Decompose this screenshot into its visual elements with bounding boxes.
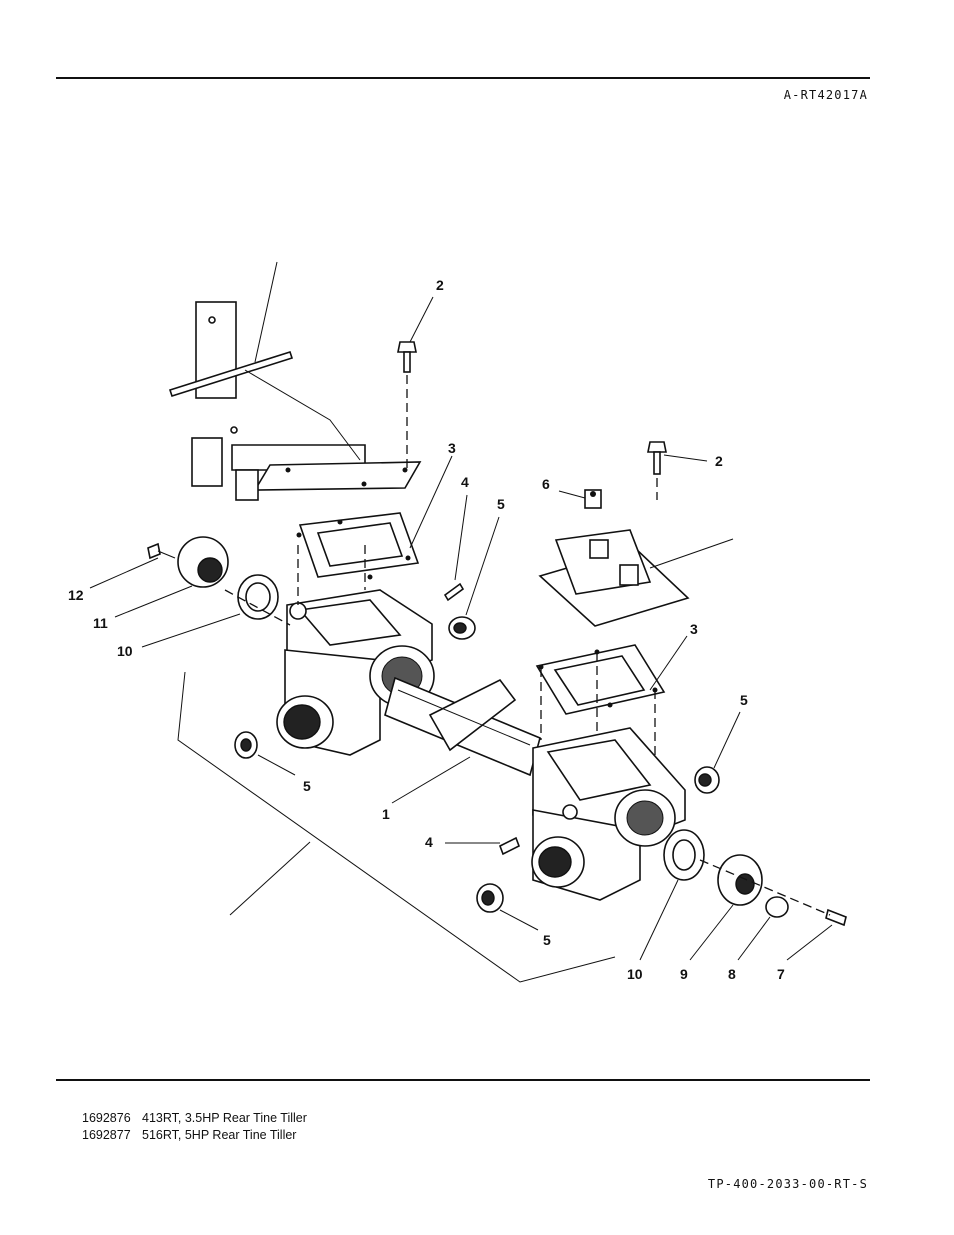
callout-4-upper: 4	[461, 474, 469, 490]
callout-3-right: 3	[690, 621, 698, 637]
callout-5-d: 5	[543, 932, 551, 948]
callout-8: 8	[728, 966, 736, 982]
bushing-5-d	[476, 883, 504, 913]
bolt-12	[147, 542, 176, 560]
callout-11: 11	[93, 615, 108, 631]
collar-8	[765, 896, 789, 918]
gasket-3-left	[296, 512, 420, 580]
model-description: 516RT, 5HP Rear Tine Tiller	[142, 1128, 297, 1142]
gasket-3-right	[535, 644, 666, 715]
plug-6	[584, 489, 602, 509]
hub-9	[717, 854, 763, 906]
gear-housing-right	[531, 727, 686, 901]
hub-11	[177, 536, 229, 588]
callout-9: 9	[680, 966, 688, 982]
callout-3-left: 3	[448, 440, 456, 456]
callout-6: 6	[542, 476, 550, 492]
callout-7: 7	[777, 966, 785, 982]
washer-10-left	[237, 574, 279, 620]
callout-2-upper: 2	[436, 277, 444, 293]
bolt-7	[825, 908, 847, 927]
callout-5-b: 5	[303, 778, 311, 794]
callout-12: 12	[68, 587, 84, 603]
gear-housing-left	[276, 589, 435, 756]
callout-10-right: 10	[627, 966, 643, 982]
mounting-plate-right	[538, 529, 690, 627]
axle-tube-1	[384, 676, 541, 777]
pin-4-upper	[443, 582, 465, 602]
callout-10-left: 10	[117, 643, 133, 659]
model-row: 1692877 516RT, 5HP Rear Tine Tiller	[82, 1127, 307, 1144]
callout-2-right: 2	[715, 453, 723, 469]
callout-4-lower: 4	[425, 834, 433, 850]
callout-1: 1	[382, 806, 390, 822]
bolt-2-upper	[397, 341, 417, 373]
model-row: 1692876 413RT, 3.5HP Rear Tine Tiller	[82, 1110, 307, 1127]
washer-10-right	[663, 829, 705, 881]
model-list: 1692876 413RT, 3.5HP Rear Tine Tiller 169…	[82, 1110, 307, 1144]
bolt-2-right	[647, 441, 667, 475]
drawing-id: A-RT42017A	[783, 88, 868, 102]
model-number: 1692877	[82, 1128, 131, 1142]
model-number: 1692876	[82, 1111, 131, 1125]
bushing-5-a	[448, 616, 476, 640]
top-rule	[56, 77, 870, 79]
pin-4-lower	[498, 836, 521, 856]
bushing-5-c	[694, 766, 720, 794]
document-number: TP-400-2033-00-RT-S	[707, 1177, 868, 1191]
callout-5-c: 5	[740, 692, 748, 708]
bottom-rule	[56, 1079, 870, 1081]
callout-5-a: 5	[497, 496, 505, 512]
model-description: 413RT, 3.5HP Rear Tine Tiller	[142, 1111, 307, 1125]
bushing-5-b	[234, 731, 258, 759]
upper-bracket	[168, 301, 422, 501]
